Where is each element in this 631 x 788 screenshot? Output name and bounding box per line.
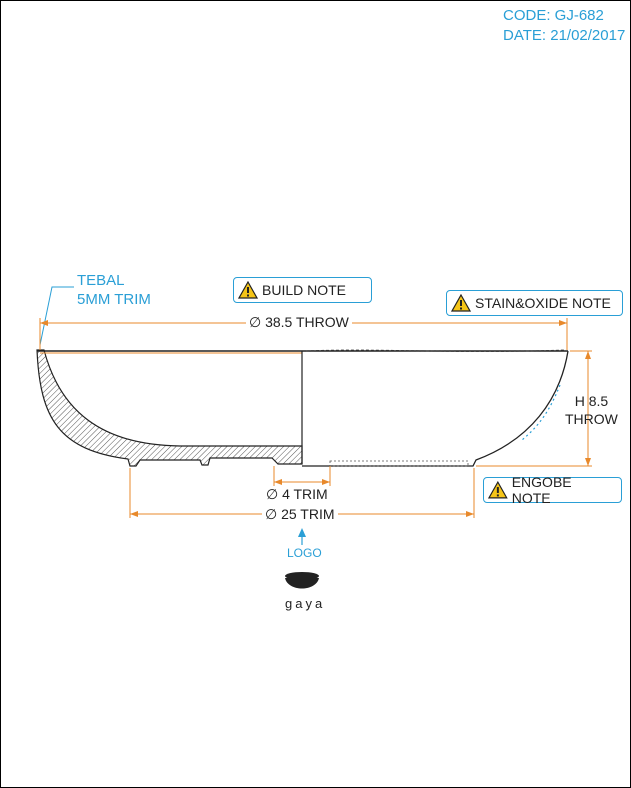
dim-text-height: H 8.5 THROW — [562, 392, 621, 428]
stain-oxide-note-callout[interactable]: STAIN&OXIDE NOTE — [446, 290, 623, 316]
dim-text-trim-small: ∅ 4 TRIM — [263, 486, 331, 503]
build-note-label: BUILD NOTE — [262, 282, 347, 298]
warning-triangle-icon — [488, 481, 508, 499]
engobe-note-callout[interactable]: ENGOBE NOTE — [483, 474, 622, 506]
tebal-leader-line — [39, 286, 74, 346]
warning-triangle-icon — [238, 281, 258, 299]
arrow-right-icon — [466, 511, 474, 517]
stain-oxide-note-label: STAIN&OXIDE NOTE — [475, 295, 611, 311]
dim-text-height-unit: THROW — [565, 411, 618, 427]
dim-text-base-diameter: ∅ 25 TRIM — [262, 506, 338, 523]
logo-label: LOGO — [287, 546, 322, 560]
bowl-outer-profile — [302, 350, 569, 467]
arrow-right-icon — [322, 479, 330, 485]
arrow-left-icon — [40, 320, 48, 326]
arrow-up-icon — [298, 528, 306, 537]
engobe-note-label: ENGOBE NOTE — [511, 474, 572, 506]
wall-thickness-annotation: TEBAL 5MM TRIM — [77, 271, 151, 309]
dim-text-height-value: H 8.5 — [574, 393, 609, 409]
foot-ring-hidden — [329, 460, 469, 467]
gaya-bowl-logo-icon — [285, 572, 319, 589]
dim-text-top-diameter: ∅ 38.5 THROW — [246, 314, 352, 331]
warning-triangle-icon — [451, 294, 471, 312]
build-note-callout[interactable]: BUILD NOTE — [233, 277, 372, 303]
stain-dotted-line — [305, 349, 567, 352]
date-label: DATE: 21/02/2017 — [503, 27, 626, 44]
brand-name: gaya — [285, 596, 326, 611]
engobe-dotted-line — [521, 384, 561, 441]
arrow-left-icon — [274, 479, 282, 485]
tebal-label: TEBAL — [77, 272, 125, 289]
arrow-up-icon — [585, 351, 591, 359]
arrow-down-icon — [585, 458, 591, 466]
code-label: CODE: GJ-682 — [503, 7, 604, 24]
bowl-wall-section — [36, 349, 303, 467]
arrow-right-icon — [559, 320, 567, 326]
arrow-left-icon — [130, 511, 138, 517]
title-block: CODE: GJ-682 DATE: 21/02/2017 — [503, 6, 625, 46]
trim-thickness-label: 5MM TRIM — [77, 291, 151, 308]
